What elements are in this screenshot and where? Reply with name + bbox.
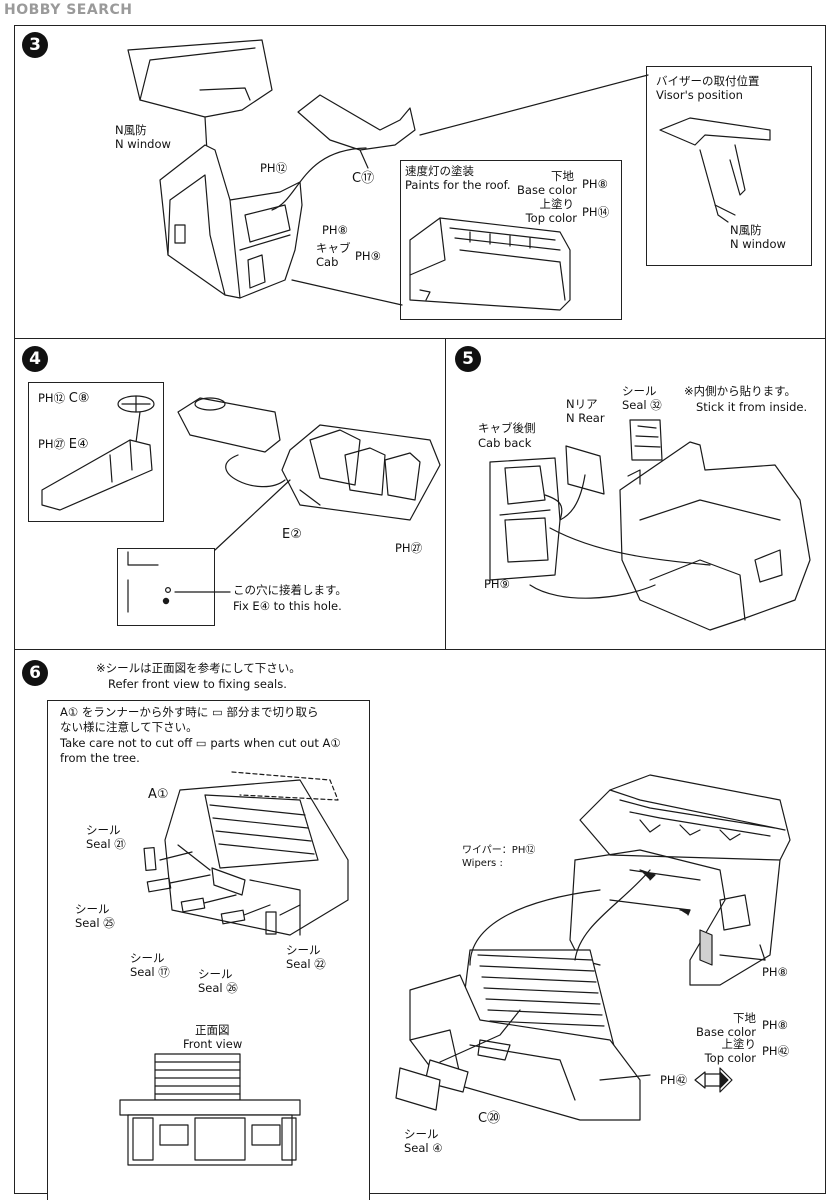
visor-position-inset (646, 66, 812, 266)
seal32-label-jp: シール (622, 384, 657, 398)
stick-inside-jp: ※内側から貼ります。 (684, 384, 796, 398)
seal22-label-en: Seal ㉒ (286, 957, 326, 971)
ph9-label: PH⑨ (355, 249, 381, 263)
n-rear-label-jp: Nリア (566, 397, 598, 411)
top-color-ph: PH㊷ (762, 1044, 790, 1058)
wipers-label-en: Wipers : (462, 858, 503, 869)
seal25-label-en: Seal ㉕ (75, 916, 115, 930)
seal-note-jp: ※シールは正面図を参考にして下さい。 (96, 661, 301, 675)
visor-position-en: Visor's position (656, 88, 743, 102)
roof-base-color-en: Base color (517, 183, 577, 197)
visor-n-window-en: N window (730, 237, 786, 251)
step-number-5: 5 (455, 346, 481, 372)
cab-label-en: Cab (316, 255, 339, 269)
roof-top-color-en: Top color (525, 211, 577, 225)
hobby-search-logo: HOBBY SEARCH (4, 2, 133, 18)
seal26-label-jp: シール (198, 967, 233, 981)
roof-paint-title-jp: 速度灯の塗装 (405, 164, 474, 178)
ph12-text: PH⑫ (38, 391, 66, 405)
seal25-label-jp: シール (75, 902, 110, 916)
step6-panel (14, 649, 826, 1194)
cab-back-ph9-label: PH⑨ (484, 577, 510, 591)
seal22-label-jp: シール (286, 943, 321, 957)
step-number-4: 4 (22, 346, 48, 372)
caution-en-line1: Take care not to cut off ▭ parts when cu… (60, 736, 341, 750)
roof-paint-title-en: Paints for the roof. (405, 178, 511, 192)
cab-label-jp: キャブ (316, 241, 351, 255)
seal32-label-en: Seal ㉜ (622, 398, 662, 412)
ph12-label: PH⑫ (260, 161, 288, 175)
n-rear-label-en: N Rear (566, 411, 605, 425)
seal21-label-en: Seal ㉑ (86, 837, 126, 851)
roof-top-color-ph: PH⑭ (582, 205, 610, 219)
e4-text: E④ (68, 437, 89, 452)
seal4-label-jp: シール (404, 1127, 439, 1141)
fix-hole-jp: この穴に接着します。 (233, 583, 347, 597)
visor-n-window-jp: N風防 (730, 223, 762, 237)
roof-base-color-jp: 下地 (551, 169, 574, 183)
visor-position-jp: バイザーの取付位置 (656, 74, 760, 88)
front-view-label-jp: 正面図 (195, 1023, 230, 1037)
steering-ph27-e4-label: PH㉗ E④ (38, 437, 89, 452)
step-number-3: 3 (22, 32, 48, 58)
n-window-label-en: N window (115, 137, 171, 151)
seal17-label-en: Seal ⑰ (130, 965, 170, 979)
caution-jp-line1: A① をランナーから外す時に ▭ 部分まで切り取ら (60, 705, 319, 719)
ph27-text: PH㉗ (38, 437, 66, 451)
a1-label: A① (148, 787, 169, 802)
roof-top-color-jp: 上塗り (539, 197, 575, 211)
seal-note-en: Refer front view to fixing seals. (108, 677, 287, 691)
base-color-ph: PH⑧ (762, 1018, 788, 1032)
floor-ph27-label: PH㉗ (395, 541, 423, 555)
cab-ph8-label: PH⑧ (762, 965, 788, 979)
caution-en-line2: from the tree. (60, 751, 140, 765)
seal26-label-en: Seal ㉖ (198, 981, 238, 995)
front-view-label-en: Front view (183, 1037, 243, 1051)
roof-base-color-ph: PH⑧ (582, 177, 608, 191)
wipers-label-jp: ワイパー：PH⑫ (462, 845, 536, 856)
steering-ph12-c8-label: PH⑫ C⑧ (38, 391, 90, 406)
n-window-label-jp: N風防 (115, 123, 147, 137)
fix-hole-en: Fix E④ to this hole. (233, 599, 342, 613)
top-color-en: Top color (704, 1051, 756, 1065)
base-color-jp: 下地 (733, 1011, 756, 1025)
ph8-label: PH⑧ (322, 223, 348, 237)
seal17-label-jp: シール (130, 951, 165, 965)
seal21-label-jp: シール (86, 823, 121, 837)
cab-back-label-jp: キャブ後側 (478, 421, 536, 435)
c8-text: C⑧ (68, 391, 90, 406)
step-number-6: 6 (22, 660, 48, 686)
c17-label: C⑰ (352, 171, 375, 186)
e2-label: E② (282, 527, 302, 542)
hole-detail-inset (117, 548, 215, 626)
bumper-ph92-label: PH㊷ (660, 1073, 688, 1087)
caution-jp-line2: ない様に注意して下さい。 (60, 720, 198, 734)
base-color-en: Base color (696, 1025, 756, 1039)
cab-back-label-en: Cab back (478, 436, 532, 450)
top-color-jp: 上塗り (721, 1037, 757, 1051)
seal4-label-en: Seal ④ (404, 1141, 443, 1155)
c20-label: C⑳ (478, 1111, 501, 1126)
stick-inside-en: Stick it from inside. (696, 400, 808, 414)
